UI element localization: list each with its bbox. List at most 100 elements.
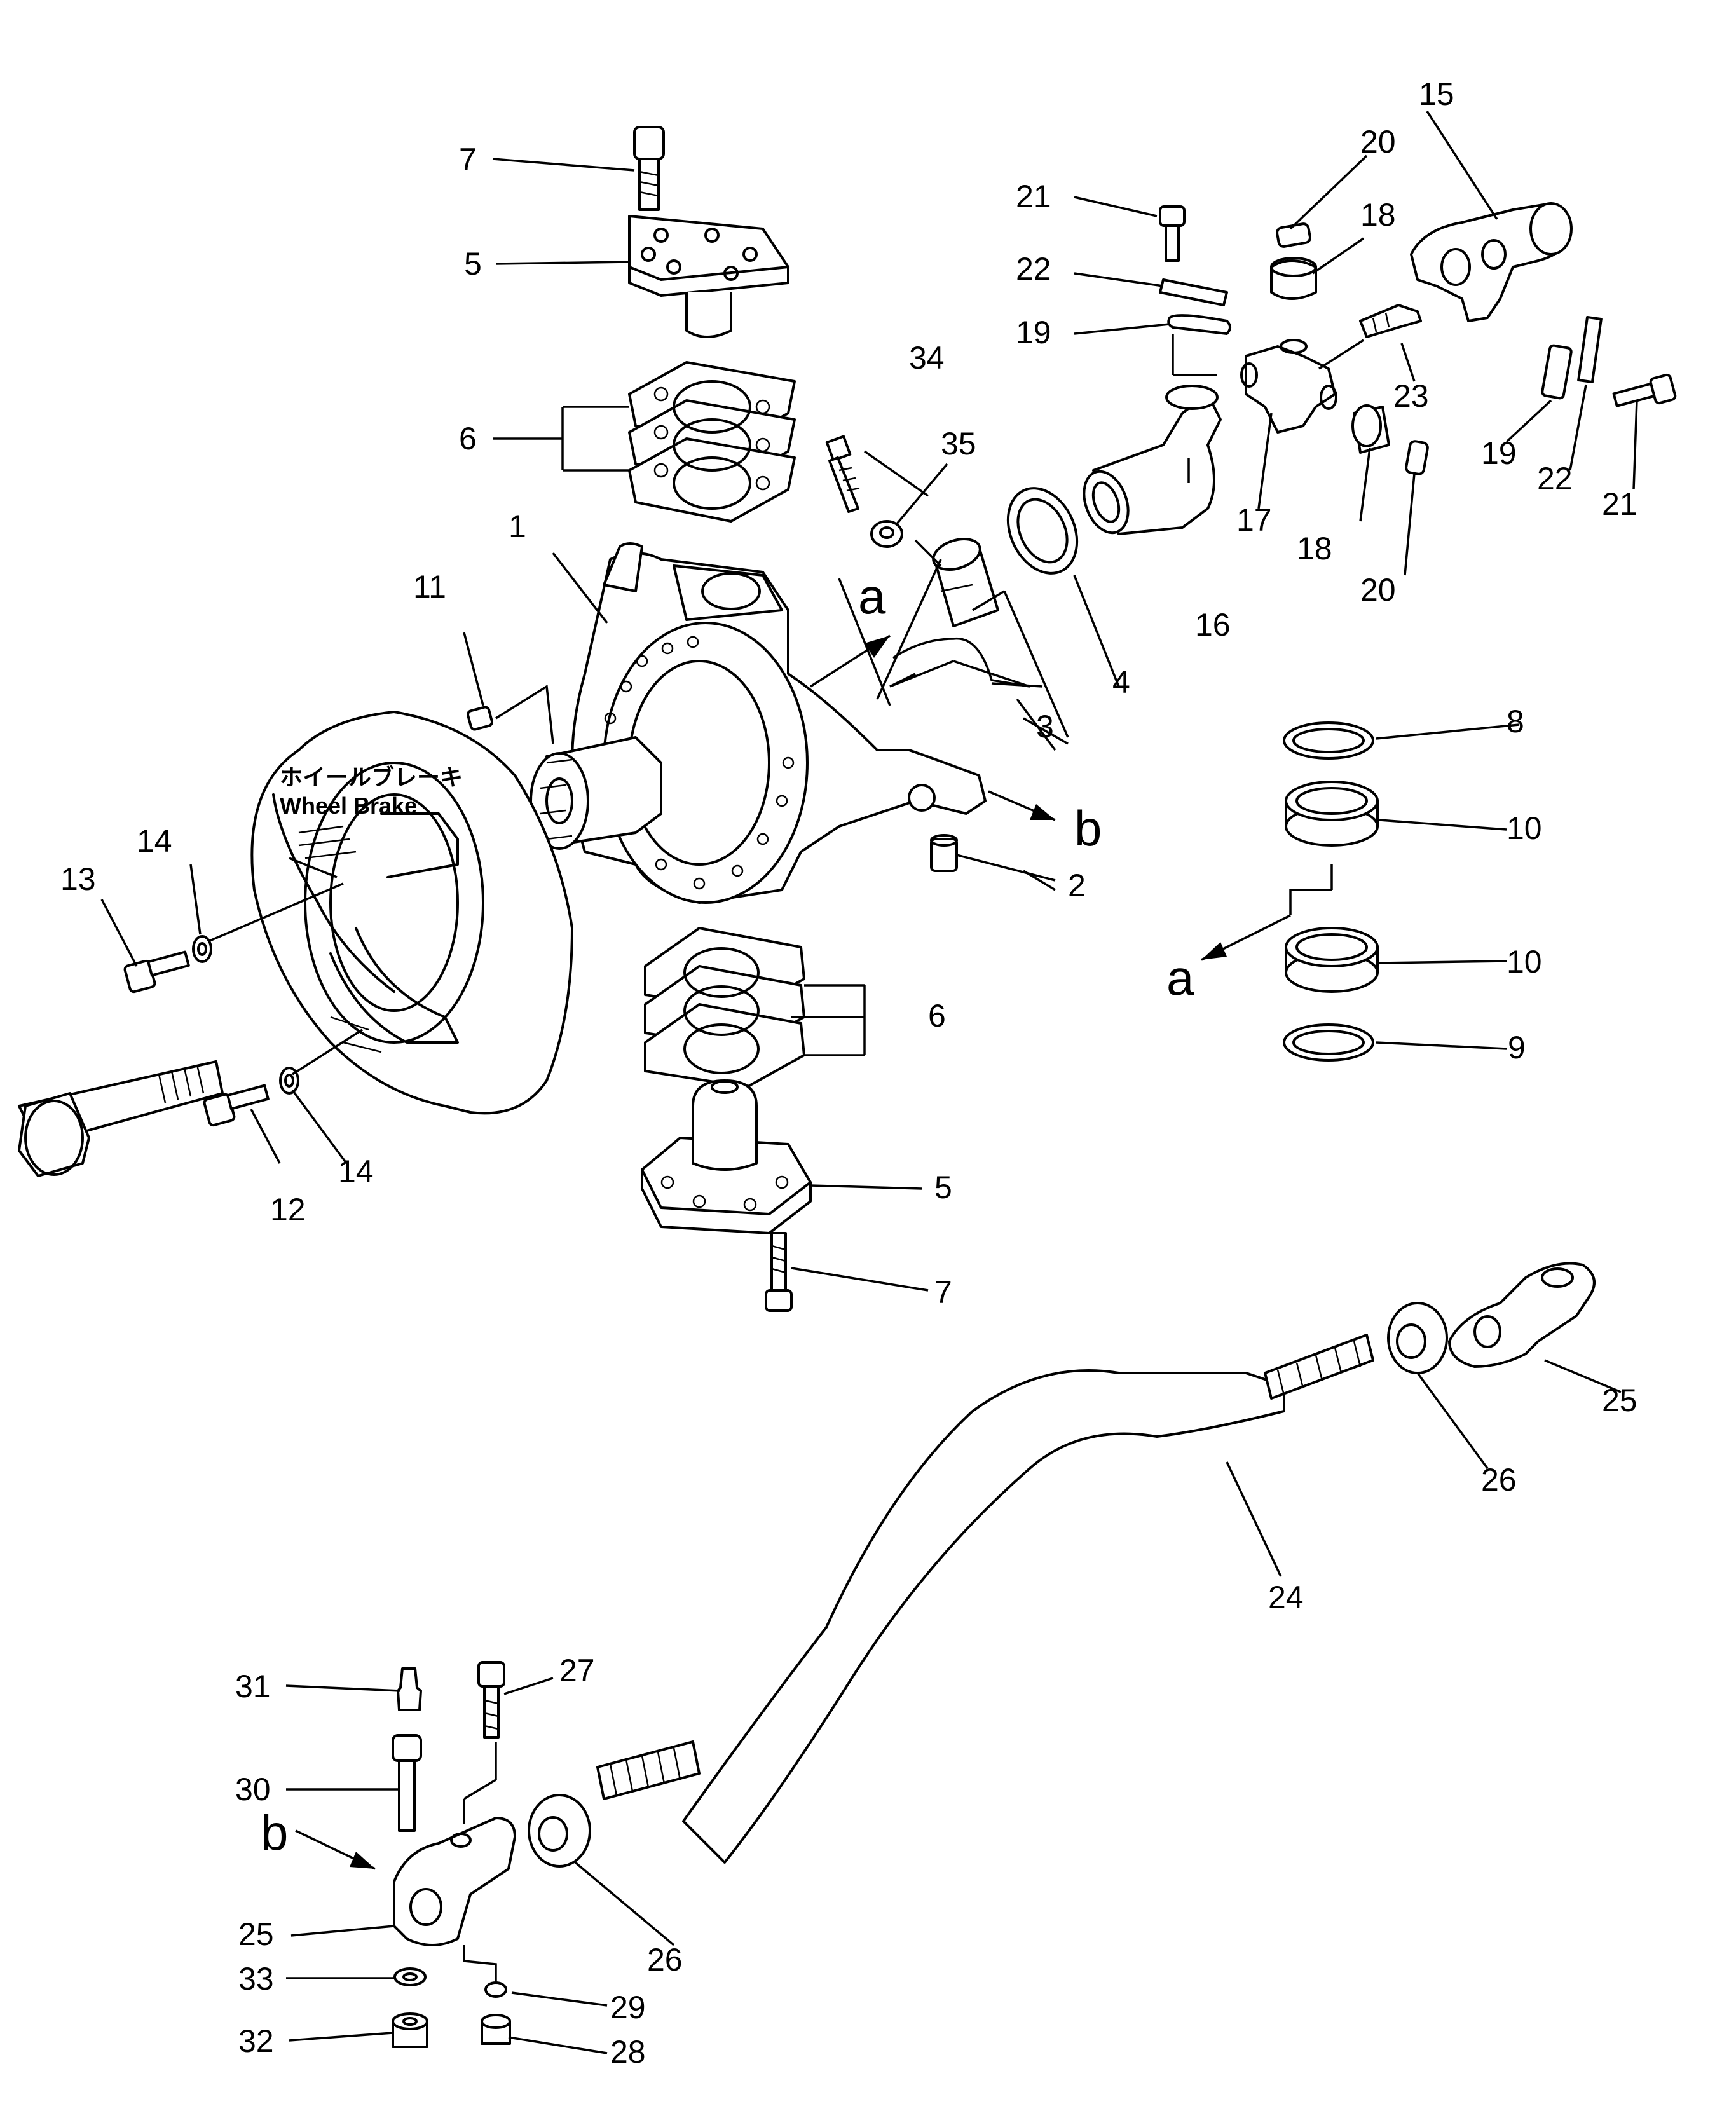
- part-7-upper-bolt: [633, 126, 665, 211]
- callout-29: 29: [610, 1990, 646, 2025]
- callout-20-lower: 20: [1360, 572, 1396, 608]
- part-24-tie-rod: [596, 1334, 1374, 1864]
- knuckle-spindle: [530, 736, 662, 850]
- callout-10-lower: 10: [1507, 944, 1542, 980]
- callout-17: 17: [1236, 502, 1272, 538]
- callout-25-left: 25: [238, 1916, 274, 1952]
- callout-35: 35: [941, 426, 976, 461]
- callout-23: 23: [1393, 378, 1429, 414]
- part-13-bolt: [123, 950, 190, 994]
- part-21-right-screw: [1612, 373, 1677, 407]
- view-letter-b-left: b: [261, 1805, 288, 1861]
- callout-33: 33: [238, 1961, 274, 1997]
- callout-9: 9: [1508, 1030, 1526, 1065]
- part-26-nut-right: [1387, 1302, 1448, 1374]
- callout-6-upper: 6: [459, 421, 477, 456]
- callout-5-lower: 5: [934, 1170, 952, 1205]
- view-letter-a-lower: a: [1166, 950, 1194, 1006]
- wheel-brake-assembly: [250, 711, 573, 1115]
- callout-13: 13: [60, 861, 96, 897]
- callout-22-right: 22: [1537, 461, 1573, 496]
- callout-14-upper: 14: [137, 823, 172, 859]
- callout-7-upper: 7: [459, 142, 477, 177]
- part-16-yoke: [1083, 385, 1222, 535]
- part-28-nut: [481, 2014, 511, 2045]
- callout-2: 2: [1068, 868, 1086, 903]
- callout-31: 31: [235, 1669, 271, 1704]
- part-17-spider: [1240, 339, 1337, 434]
- callout-1: 1: [509, 509, 526, 544]
- callout-labels: 7 5 6 1 11 34 35 3 4 16 17 21 22 19 20 1…: [60, 76, 1637, 2070]
- part-6-upper-shims: [628, 361, 796, 523]
- callout-30: 30: [235, 1772, 271, 1807]
- callout-21-upper: 21: [1016, 179, 1051, 214]
- part-8-ring: [1283, 721, 1374, 760]
- callout-25-right: 25: [1602, 1383, 1637, 1418]
- part-12-bolt: [203, 1084, 270, 1127]
- part-4-bearing: [1006, 487, 1079, 575]
- part-2-bushing: [930, 834, 958, 872]
- view-arrows: [295, 634, 1291, 1870]
- callout-27: 27: [559, 1653, 595, 1688]
- part-10-seal-lower: [1285, 927, 1379, 993]
- callout-32: 32: [238, 2023, 274, 2059]
- callout-18-upper: 18: [1360, 197, 1396, 233]
- wheel-brake-label-english: Wheel Brake: [280, 793, 417, 819]
- part-3-bearing-sleeve: [932, 538, 999, 627]
- wheel-brake-label-japanese: ホイールブレーキ: [280, 764, 463, 790]
- part-22-right-lock: [1577, 315, 1603, 384]
- callout-19-upper: 19: [1016, 315, 1051, 350]
- part-31-grease-nipple: [397, 1667, 422, 1711]
- callout-26-left: 26: [647, 1942, 683, 1978]
- part-26-nut-left: [528, 1794, 591, 1868]
- callout-21-right: 21: [1602, 486, 1637, 522]
- part-35-nut: [870, 520, 903, 548]
- axle-shaft: [18, 1060, 224, 1177]
- callout-5-upper: 5: [464, 246, 482, 282]
- part-34-fitting: [825, 435, 860, 513]
- callout-18-lower: 18: [1297, 531, 1332, 566]
- part-6-lower-shims: [644, 927, 805, 1088]
- part-30-pin: [392, 1734, 422, 1832]
- callout-3: 3: [1036, 709, 1054, 744]
- callout-16: 16: [1195, 607, 1231, 643]
- callout-10-upper: 10: [1507, 810, 1542, 846]
- callout-19-right: 19: [1481, 435, 1517, 471]
- part-5-lower-cap: [641, 1079, 812, 1234]
- part-20-plate-lower: [1405, 440, 1429, 475]
- part-19-upper-strap: [1167, 314, 1231, 335]
- callout-15: 15: [1419, 76, 1454, 112]
- part-18-bearing-cap-upper: [1270, 257, 1317, 300]
- part-22-upper-lock: [1159, 278, 1228, 306]
- part-32-nut: [392, 2012, 428, 2048]
- callout-28: 28: [610, 2034, 646, 2070]
- view-letter-b-right: b: [1074, 800, 1102, 856]
- part-9-ring: [1283, 1023, 1374, 1062]
- part-10-seal-upper: [1285, 781, 1379, 847]
- part-14-washer-upper: [192, 935, 212, 963]
- view-letter-a-upper: a: [858, 568, 886, 624]
- part-27-bolt: [477, 1661, 505, 1739]
- part-23-grease-fitting: [1359, 304, 1422, 338]
- callout-26-right: 26: [1481, 1462, 1517, 1498]
- callout-4: 4: [1112, 664, 1130, 700]
- callout-20-upper: 20: [1360, 124, 1396, 160]
- part-5-upper-cap: [628, 215, 789, 338]
- callout-8: 8: [1507, 704, 1524, 739]
- callout-12: 12: [270, 1192, 306, 1227]
- part-18-bearing-cap-lower: [1351, 404, 1390, 454]
- callout-22-upper: 22: [1016, 251, 1051, 287]
- part-21-upper-screw: [1159, 205, 1186, 262]
- callout-24: 24: [1268, 1580, 1304, 1615]
- callout-6-lower: 6: [928, 998, 946, 1034]
- part-19-right-strap: [1541, 344, 1573, 400]
- wheel-brake-label: ホイールブレーキ Wheel Brake: [280, 764, 463, 819]
- part-33-washer: [393, 1967, 427, 1986]
- callout-11: 11: [413, 569, 446, 605]
- part-25-rod-end-right: [1448, 1262, 1596, 1368]
- part-29-clip: [484, 1981, 507, 1998]
- part-20-plate-upper: [1276, 222, 1311, 248]
- part-11-pin: [467, 706, 493, 731]
- part-25-rod-end-left: [393, 1817, 516, 1946]
- callout-34: 34: [909, 340, 945, 376]
